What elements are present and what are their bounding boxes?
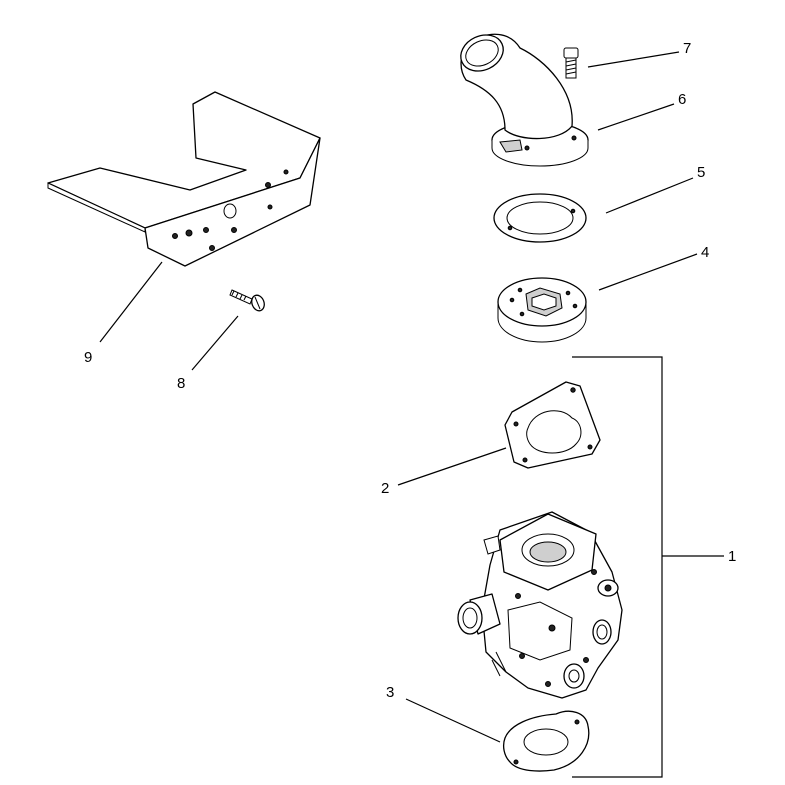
callout-2: 2: [381, 480, 389, 497]
leader-line-6: [597, 103, 675, 131]
gasket-part-2: [504, 381, 601, 469]
leader-line-2: [397, 447, 507, 486]
screw-part-8: [229, 289, 265, 312]
callout-5: 5: [697, 164, 705, 181]
leader-line-8: [191, 315, 239, 371]
leader-line-5: [605, 177, 694, 214]
leader-line-4: [598, 253, 698, 291]
gasket-part-3: [503, 710, 590, 772]
elbow-part-6: [460, 33, 589, 167]
callout-8: 8: [177, 375, 185, 392]
carburetor-part-1: [457, 511, 623, 699]
assembly-bracket-line: [572, 356, 663, 778]
leader-line-3: [405, 698, 501, 743]
spacer-part-4: [497, 277, 587, 343]
screw-part-7: [563, 47, 579, 79]
callout-1: 1: [728, 548, 736, 565]
callout-6: 6: [678, 91, 686, 108]
callout-7: 7: [683, 40, 691, 57]
leader-line-9: [99, 261, 163, 343]
callout-3: 3: [386, 684, 394, 701]
callout-4: 4: [701, 244, 709, 261]
bracket-part-9: [47, 91, 321, 267]
gasket-part-5: [493, 193, 587, 243]
leader-line-7: [587, 51, 680, 68]
callout-9: 9: [84, 349, 92, 366]
